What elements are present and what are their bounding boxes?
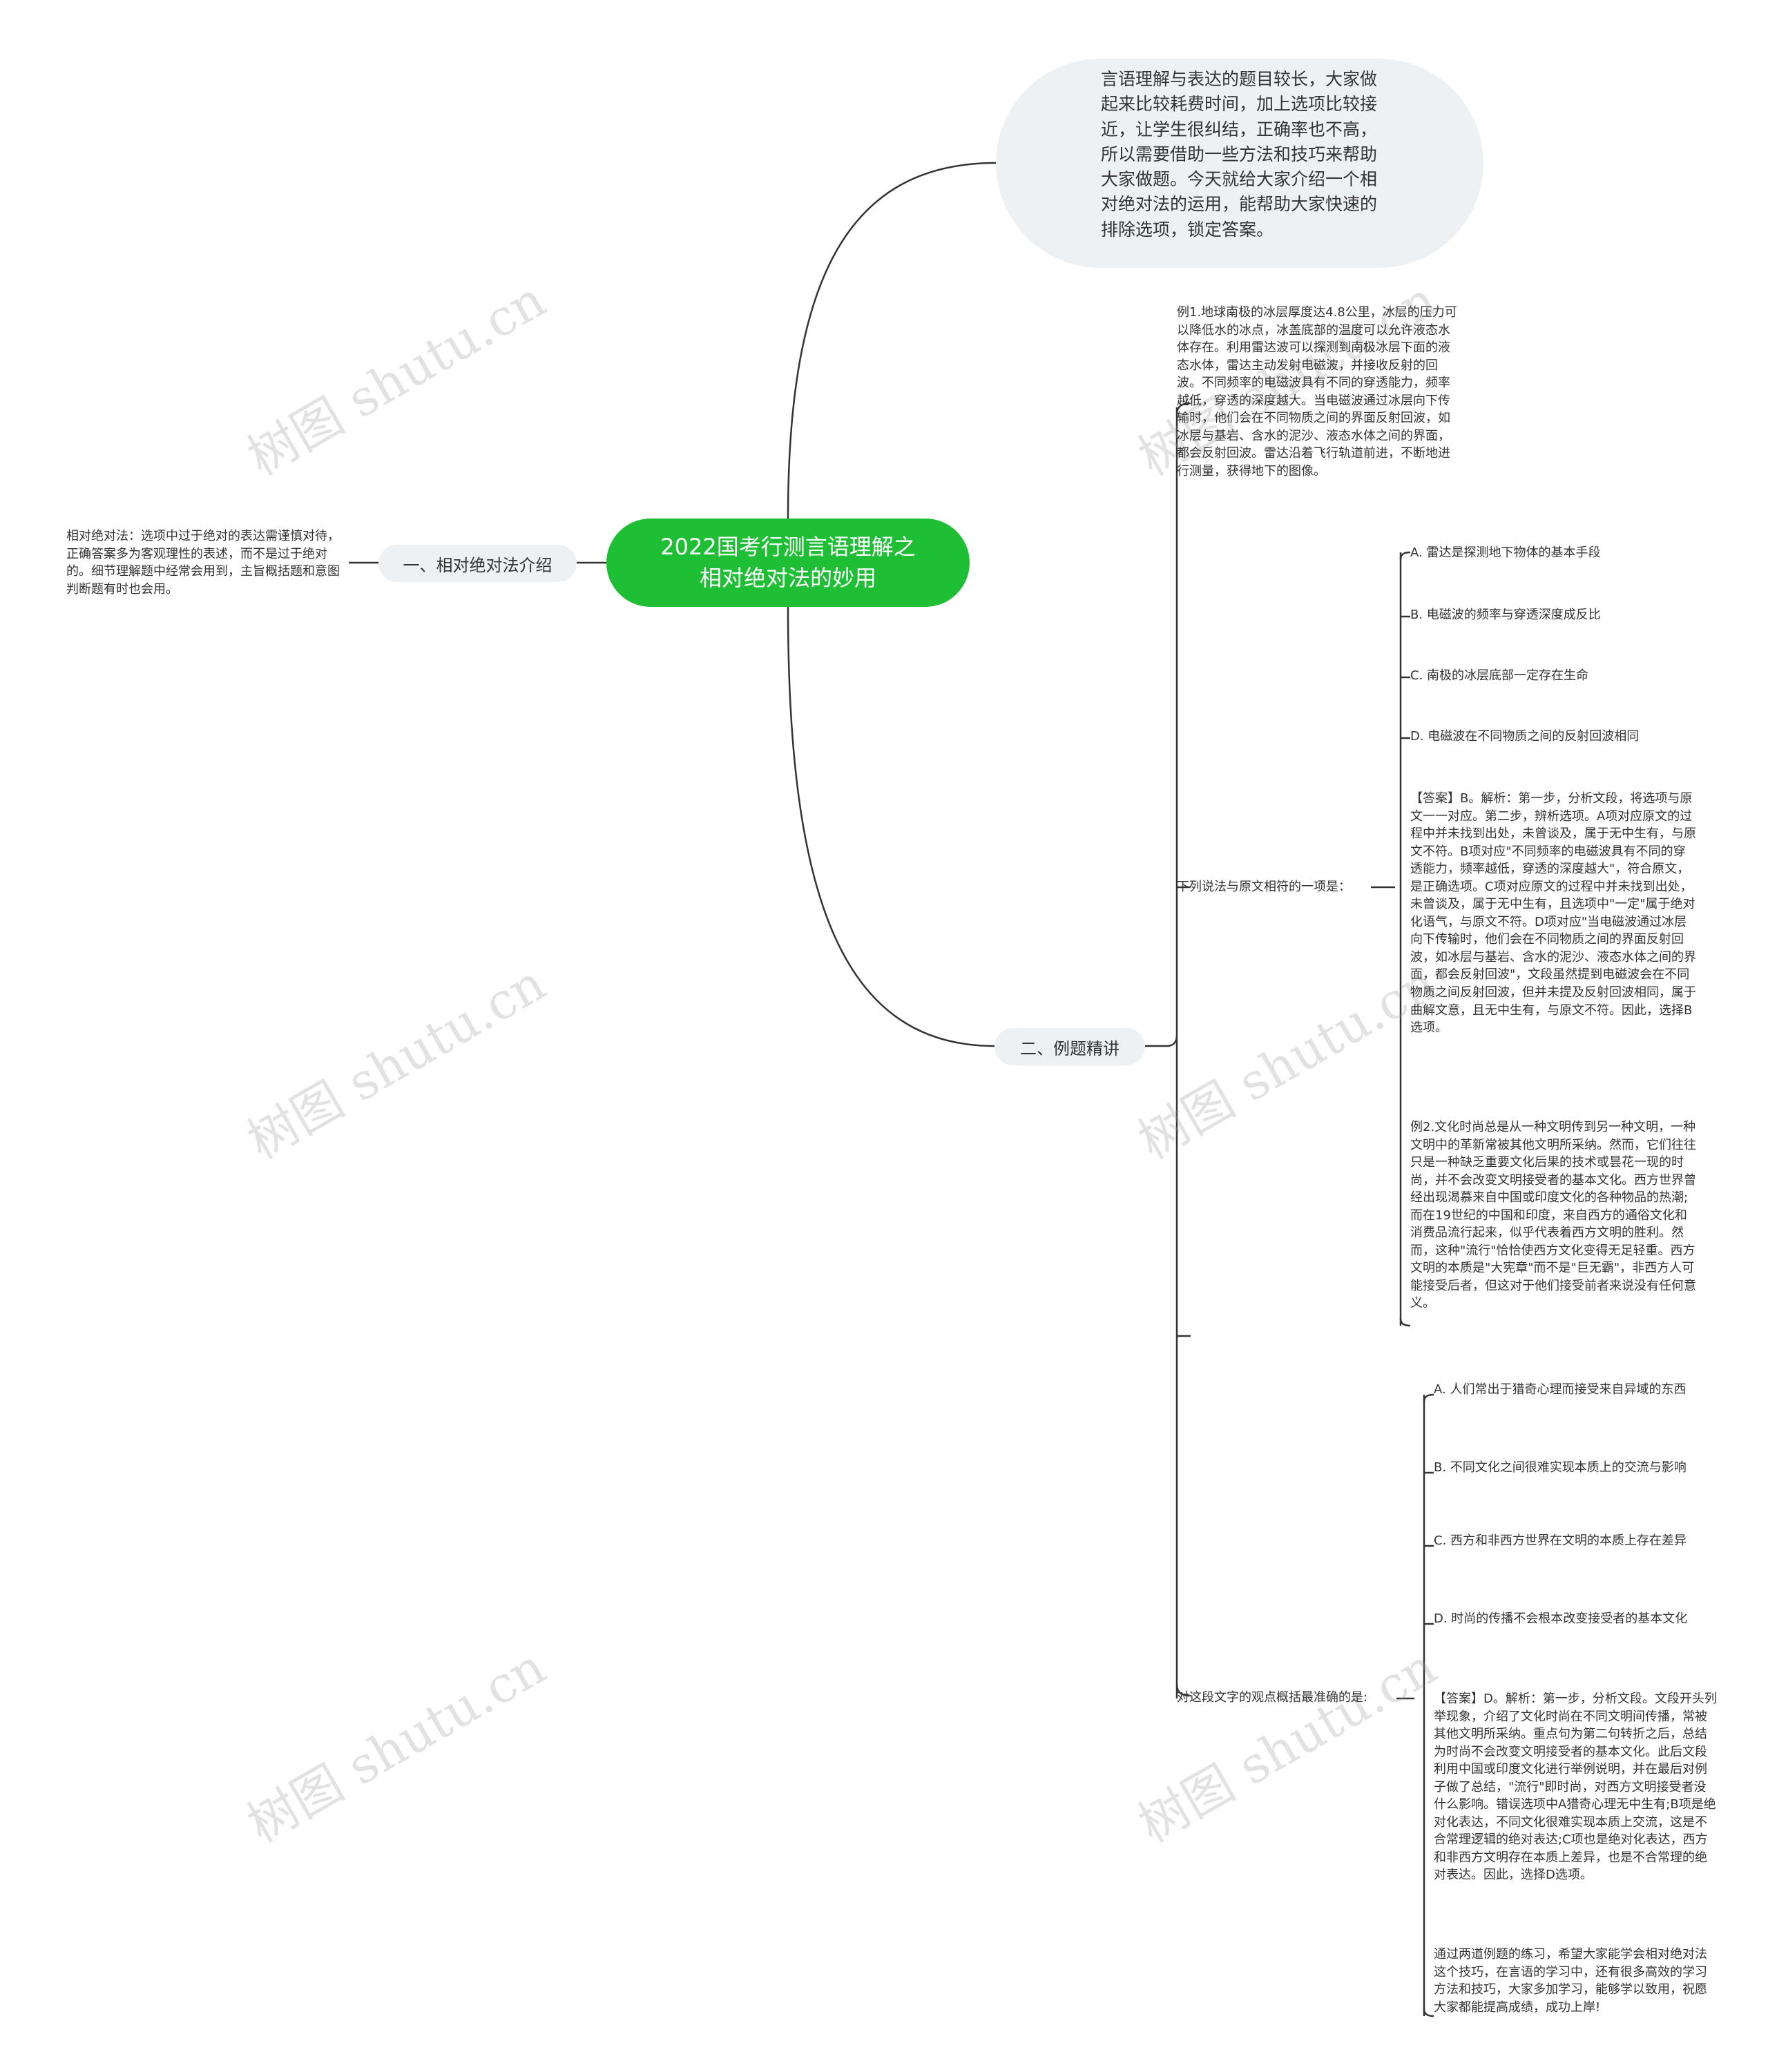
example1-option-b[interactable]: B. 电磁波的频率与穿透深度成反比 [1410,606,1714,624]
watermark: 树图 shutu.cn [238,953,555,1170]
example1-passage[interactable]: 例1.地球南极的冰层厚度达4.8公里，冰层的压力可以降低水的冰点，冰盖底部的温度… [1177,304,1460,480]
watermark: 树图 shutu.cn [238,270,555,487]
example1-option-c[interactable]: C. 南极的冰层底部一定存在生命 [1410,667,1714,685]
option-text: B. 电磁波的频率与穿透深度成反比 [1410,608,1601,622]
example1-answer[interactable]: 【答案】B。解析：第一步，分析文段，将选项与原文一一对应。第二步，辨析选项。A项… [1410,790,1698,1037]
option-text: B. 不同文化之间很难实现本质上的交流与影响 [1434,1460,1687,1475]
example2-option-d[interactable]: D. 时尚的传播不会根本改变接受者的基本文化 [1434,1610,1717,1628]
option-text: C. 南极的冰层底部一定存在生命 [1410,668,1589,683]
example1-question[interactable]: 下列说法与原文相符的一项是： [1177,878,1377,896]
watermark: 树图 shutu.cn [1128,1637,1446,1854]
branch-relative-absolute-intro[interactable]: 一、相对绝对法介绍 [378,545,577,582]
example2-answer-text: 【答案】D。解析：第一步，分析文段。文段开头列举现象，介绍了文化时尚在不同文明间… [1434,1692,1717,1883]
example2-option-c[interactable]: C. 西方和非西方世界在文明的本质上存在差异 [1434,1532,1717,1550]
option-text: A. 人们常出于猎奇心理而接受来自异域的东西 [1434,1382,1687,1397]
watermark: 树图 shutu.cn [1128,953,1446,1170]
example2-question[interactable]: 对这段文字的观点概括最准确的是: [1177,1689,1405,1707]
option-text: D. 时尚的传播不会根本改变接受者的基本文化 [1434,1611,1688,1626]
branch-example-lecture[interactable]: 二、例题精讲 [995,1028,1145,1065]
example1-option-d[interactable]: D. 电磁波在不同物质之间的反射回波相同 [1410,728,1714,746]
example1-passage-text: 例1.地球南极的冰层厚度达4.8公里，冰层的压力可以降低水的冰点，冰盖底部的温度… [1177,305,1457,478]
summary[interactable]: 通过两道例题的练习，希望大家能学会相对绝对法这个技巧，在言语的学习中，还有很多高… [1434,1946,1717,2016]
example2-option-a[interactable]: A. 人们常出于猎奇心理而接受来自异域的东西 [1434,1381,1717,1399]
summary-text: 通过两道例题的练习，希望大家能学会相对绝对法这个技巧，在言语的学习中，还有很多高… [1434,1947,1707,2015]
option-text: A. 雷达是探测地下物体的基本手段 [1410,545,1601,560]
example1-answer-text: 【答案】B。解析：第一步，分析文段，将选项与原文一一对应。第二步，辨析选项。A项… [1410,791,1696,1036]
central-topic[interactable]: 2022国考行测言语理解之 相对绝对法的妙用 [606,519,970,607]
example2-question-text: 对这段文字的观点概括最准确的是: [1177,1690,1368,1705]
intro-text: 言语理解与表达的题目较长，大家做起来比较耗费时间，加上选项比较接近，让学生很纠结… [1101,69,1378,240]
branch1-detail-text: 相对绝对法：选项中过于绝对的表达需谨慎对待，正确答案多为客观理性的表述，而不是过… [66,529,340,597]
example1-question-text: 下列说法与原文相符的一项是： [1177,880,1351,894]
example2-option-b[interactable]: B. 不同文化之间很难实现本质上的交流与影响 [1434,1459,1717,1477]
example2-passage-text: 例2.文化时尚总是从一种文明传到另一种文明，一种文明中的革新常被其他文明所采纳。… [1410,1120,1696,1311]
watermark: 树图 shutu.cn [238,1637,555,1854]
branch-label: 一、相对绝对法介绍 [403,555,552,575]
branch1-detail[interactable]: 相对绝对法：选项中过于绝对的表达需谨慎对待，正确答案多为客观理性的表述，而不是过… [66,527,347,598]
example2-passage[interactable]: 例2.文化时尚总是从一种文明传到另一种文明，一种文明中的革新常被其他文明所采纳。… [1410,1119,1698,1313]
example1-option-a[interactable]: A. 雷达是探测地下物体的基本手段 [1410,544,1714,562]
option-text: D. 电磁波在不同物质之间的反射回波相同 [1410,729,1640,744]
option-text: C. 西方和非西方世界在文明的本质上存在差异 [1434,1533,1687,1548]
intro-bubble[interactable]: 言语理解与表达的题目较长，大家做起来比较耗费时间，加上选项比较接近，让学生很纠结… [996,59,1483,268]
branch-label: 二、例题精讲 [1020,1038,1120,1058]
example2-answer[interactable]: 【答案】D。解析：第一步，分析文段。文段开头列举现象，介绍了文化时尚在不同文明间… [1434,1690,1717,1884]
